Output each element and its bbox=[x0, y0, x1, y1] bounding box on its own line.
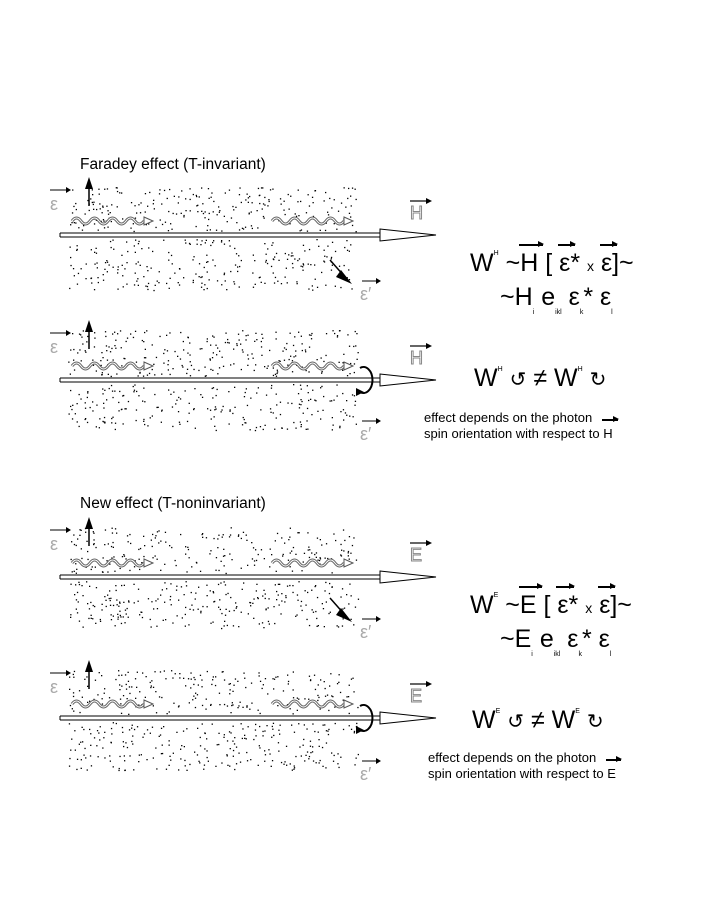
field-vector-tip bbox=[426, 681, 432, 687]
field-label: H bbox=[410, 203, 423, 223]
section2-note: effect depends on the photon spin orient… bbox=[428, 750, 622, 781]
photon-wave-inner bbox=[71, 559, 145, 567]
epsilon-prime-vector-tip bbox=[376, 418, 381, 424]
epsilon-prime-vector-tip bbox=[376, 616, 381, 622]
field-vector-tip bbox=[426, 198, 432, 204]
photon-arrowhead bbox=[343, 361, 355, 371]
epsilon-label: ε bbox=[50, 337, 58, 357]
photon-arrowhead bbox=[143, 361, 155, 371]
photon-wave-inner bbox=[271, 559, 345, 567]
polarization-arrowhead bbox=[85, 660, 93, 672]
photon-arrowhead bbox=[343, 699, 355, 709]
photon-wave-inner bbox=[71, 362, 145, 370]
rotated-polarization-arrowhead bbox=[336, 270, 352, 284]
epsilon-prime-label: ε′ bbox=[360, 284, 372, 304]
field-arrowhead bbox=[379, 228, 437, 242]
epsilon-prime-vector-tip bbox=[376, 278, 381, 284]
spin-rotation-arc bbox=[359, 704, 374, 732]
photon-wave-inner bbox=[271, 700, 345, 708]
field-label: E bbox=[410, 545, 422, 565]
polarization-arrowhead bbox=[85, 320, 93, 332]
spin-rotation-arc bbox=[359, 366, 374, 394]
photon-wave-inner bbox=[71, 217, 145, 225]
photon-arrowhead bbox=[143, 558, 155, 568]
section2-equation-line1: WE ~E [ ε* x ε]~ bbox=[470, 583, 632, 619]
epsilon-label: ε bbox=[50, 534, 58, 554]
polarization-arrowhead bbox=[85, 177, 93, 189]
section2-inequality: WE ↺ ≠ WE ↻ bbox=[472, 706, 604, 734]
epsilon-prime-label: ε′ bbox=[360, 424, 372, 444]
epsilon-vector-tip bbox=[66, 670, 71, 676]
photon-arrowhead bbox=[343, 558, 355, 568]
photon-wave-inner bbox=[271, 217, 345, 225]
field-vector-tip bbox=[426, 540, 432, 546]
polarization-arrowhead bbox=[85, 517, 93, 529]
photon-wave-inner bbox=[71, 700, 145, 708]
rotated-polarization-arrowhead bbox=[336, 608, 352, 622]
epsilon-prime-label: ε′ bbox=[360, 764, 372, 784]
epsilon-prime-label: ε′ bbox=[360, 622, 372, 642]
section2-equation-line2: ~Ei eikl εk* εl bbox=[500, 625, 612, 659]
field-arrowhead bbox=[379, 711, 437, 725]
epsilon-label: ε bbox=[50, 677, 58, 697]
field-label: H bbox=[410, 348, 423, 368]
medium-stipple bbox=[68, 330, 359, 432]
epsilon-prime-vector-tip bbox=[376, 758, 381, 764]
photon-arrowhead bbox=[343, 216, 355, 226]
photon-wave-inner bbox=[271, 362, 345, 370]
medium-stipple bbox=[70, 527, 360, 630]
spin-rotation-arrowhead bbox=[356, 388, 364, 396]
field-label: E bbox=[410, 686, 422, 706]
field-arrowhead bbox=[379, 570, 437, 584]
field-vector-tip bbox=[426, 343, 432, 349]
field-arrowhead bbox=[379, 373, 437, 387]
section1-note: effect depends on the photon spin orient… bbox=[424, 410, 620, 441]
medium-stipple bbox=[69, 187, 357, 292]
section1-equation-line2: ~Hi eikl εk* εl bbox=[500, 283, 613, 317]
photon-arrowhead bbox=[143, 216, 155, 226]
medium-stipple bbox=[68, 670, 359, 772]
epsilon-vector-tip bbox=[66, 527, 71, 533]
section1-inequality: WH ↺ ≠ WH ↻ bbox=[474, 364, 607, 392]
section1-title: Faradey effect (T-invariant) bbox=[80, 156, 266, 173]
epsilon-vector-tip bbox=[66, 330, 71, 336]
epsilon-vector-tip bbox=[66, 187, 71, 193]
section2-title: New effect (T-noninvariant) bbox=[80, 495, 266, 512]
spin-rotation-arrowhead bbox=[356, 726, 364, 734]
section1-equation-line1: WH ~H [ ε* x ε]~ bbox=[470, 241, 634, 277]
photon-arrowhead bbox=[143, 699, 155, 709]
epsilon-label: ε bbox=[50, 194, 58, 214]
